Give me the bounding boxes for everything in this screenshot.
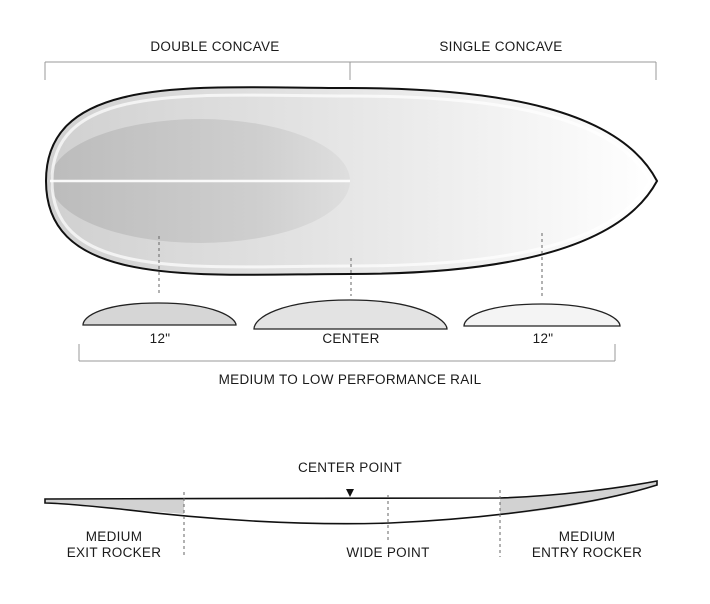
rail-profile-right xyxy=(463,303,621,327)
center-point-label: CENTER POINT xyxy=(298,460,402,475)
concave-bracket xyxy=(44,61,657,80)
exit-rocker-label-line1: MEDIUM xyxy=(86,529,143,544)
rail-profile-center xyxy=(253,299,448,330)
rail-right-label: 12" xyxy=(533,331,554,346)
wide-point-label: WIDE POINT xyxy=(346,545,429,560)
single-concave-label: SINGLE CONCAVE xyxy=(439,39,562,54)
rail-bracket xyxy=(78,344,616,362)
center-point-arrow xyxy=(346,489,354,497)
entry-rocker-label-line1: MEDIUM xyxy=(559,529,616,544)
rocker-guides xyxy=(183,490,501,557)
entry-rocker-label-line2: ENTRY ROCKER xyxy=(532,545,642,560)
rocker-profile xyxy=(44,480,658,525)
rail-guides xyxy=(158,233,543,296)
surfboard-top-view xyxy=(44,86,659,276)
entry-rocker-shade xyxy=(500,481,657,515)
double-concave-label: DOUBLE CONCAVE xyxy=(150,39,279,54)
exit-rocker-label-line2: EXIT ROCKER xyxy=(67,545,162,560)
rail-center-label: CENTER xyxy=(322,331,379,346)
exit-rocker-shade xyxy=(45,498,184,514)
rail-profile-left xyxy=(82,302,237,326)
rail-caption: MEDIUM TO LOW PERFORMANCE RAIL xyxy=(219,372,482,387)
rail-left-label: 12" xyxy=(150,331,171,346)
